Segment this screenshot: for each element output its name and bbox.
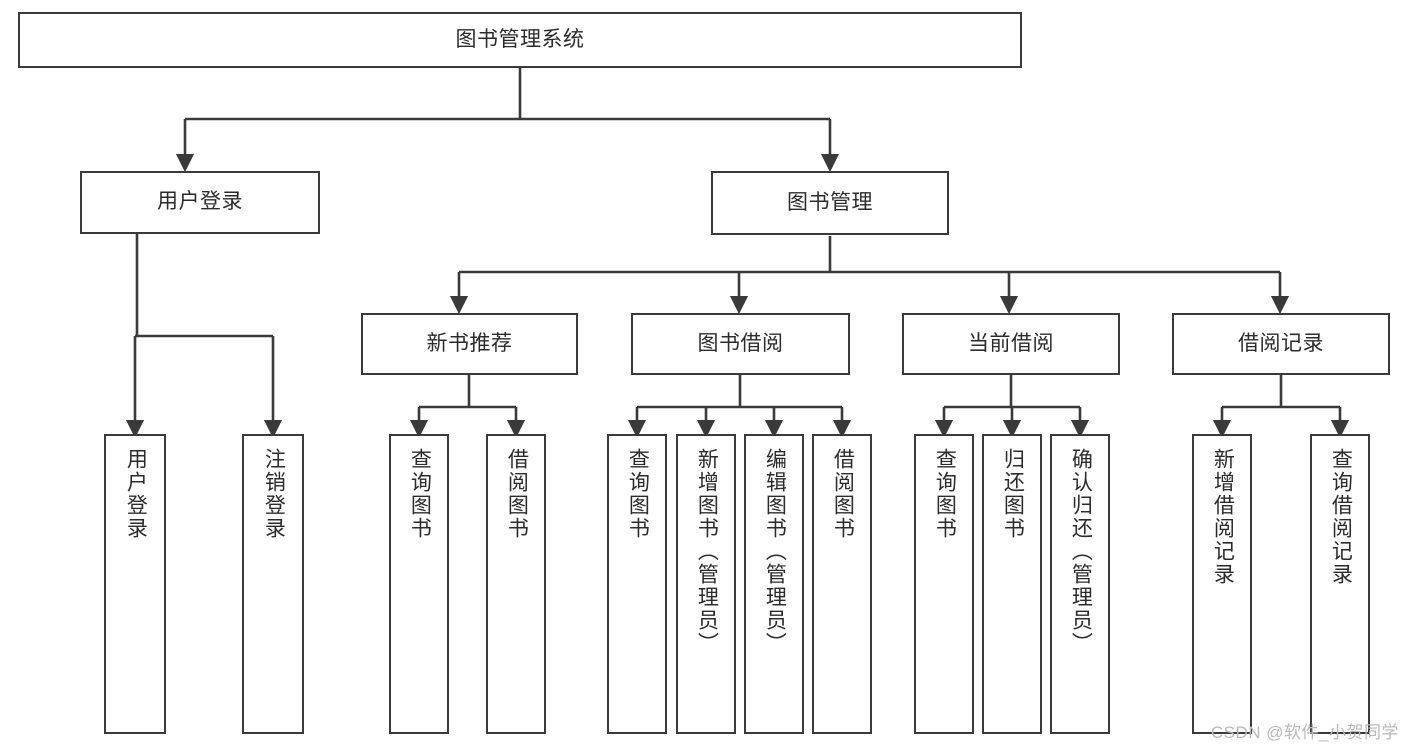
node-leaf-query-book-3[interactable]: 查询图书 [914, 434, 974, 734]
node-leaf-add-record[interactable]: 新增借阅记录 [1192, 434, 1252, 734]
node-root-label: 图书管理系统 [455, 27, 585, 51]
node-user-login-label: 用户登录 [157, 190, 243, 214]
node-leaf-query-book-2-label: 查询图书 [626, 448, 650, 540]
node-root[interactable]: 图书管理系统 [18, 12, 1022, 68]
node-leaf-logout-label: 注销登录 [262, 448, 286, 540]
node-leaf-return-book-label: 归还图书 [1001, 448, 1025, 540]
node-leaf-edit-book-label: 编辑图书（管理员） [763, 448, 787, 655]
node-leaf-user-login[interactable]: 用户登录 [104, 434, 166, 734]
node-current-borrow-label: 当前借阅 [968, 331, 1054, 355]
node-leaf-logout[interactable]: 注销登录 [242, 434, 304, 734]
node-borrow-record-label: 借阅记录 [1238, 331, 1324, 355]
node-book-borrow-label: 图书借阅 [697, 331, 784, 355]
node-borrow-record[interactable]: 借阅记录 [1172, 313, 1390, 375]
node-leaf-confirm-return[interactable]: 确认归还（管理员） [1050, 434, 1110, 734]
node-leaf-return-book[interactable]: 归还图书 [982, 434, 1042, 734]
node-leaf-query-book-1[interactable]: 查询图书 [389, 434, 449, 734]
node-new-book-recommend-label: 新书推荐 [426, 331, 513, 355]
node-book-manage-label: 图书管理 [787, 190, 873, 214]
node-leaf-query-book-1-label: 查询图书 [408, 448, 432, 540]
node-leaf-edit-book[interactable]: 编辑图书（管理员） [744, 434, 804, 734]
node-leaf-user-login-label: 用户登录 [124, 448, 148, 540]
node-leaf-query-book-3-label: 查询图书 [933, 448, 957, 540]
node-leaf-borrow-book-2[interactable]: 借阅图书 [812, 434, 872, 734]
node-book-borrow[interactable]: 图书借阅 [631, 313, 850, 375]
node-leaf-borrow-book-2-label: 借阅图书 [831, 448, 855, 540]
node-leaf-query-book-2[interactable]: 查询图书 [607, 434, 667, 734]
node-leaf-query-record[interactable]: 查询借阅记录 [1310, 434, 1370, 734]
node-book-manage[interactable]: 图书管理 [711, 171, 949, 235]
node-current-borrow[interactable]: 当前借阅 [902, 313, 1120, 375]
node-leaf-add-book-label: 新增图书（管理员） [695, 448, 719, 655]
node-leaf-borrow-book-1-label: 借阅图书 [505, 448, 529, 540]
node-leaf-borrow-book-1[interactable]: 借阅图书 [486, 434, 546, 734]
node-user-login[interactable]: 用户登录 [80, 171, 320, 234]
node-leaf-query-record-label: 查询借阅记录 [1329, 448, 1353, 586]
node-leaf-add-record-label: 新增借阅记录 [1211, 448, 1235, 586]
node-leaf-confirm-return-label: 确认归还（管理员） [1069, 448, 1093, 655]
node-leaf-add-book[interactable]: 新增图书（管理员） [676, 434, 736, 734]
node-new-book-recommend[interactable]: 新书推荐 [361, 313, 578, 375]
csdn-watermark: CSDN @软件_小贺同学 [1210, 723, 1399, 742]
